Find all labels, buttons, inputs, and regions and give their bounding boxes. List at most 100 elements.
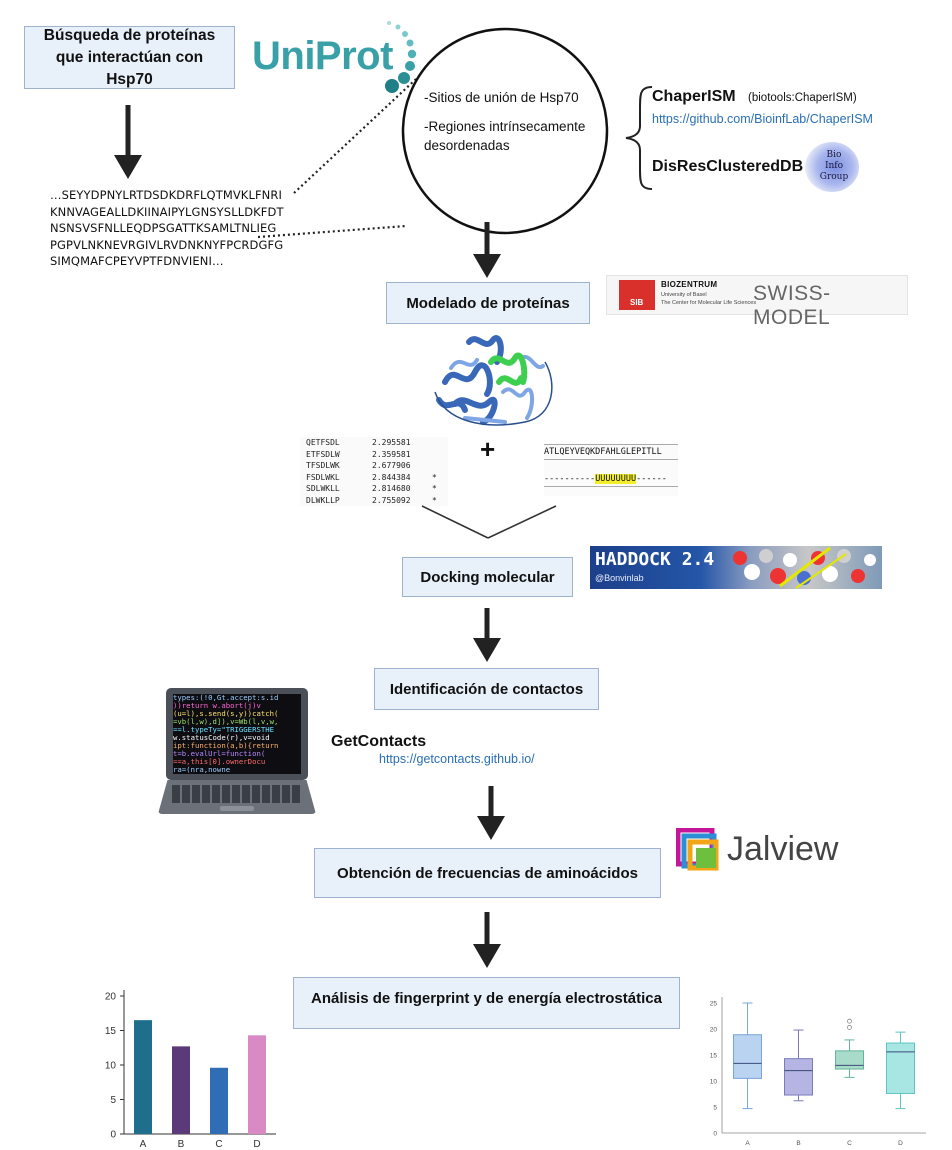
- bar: [210, 1067, 228, 1134]
- x-tick-label: D: [898, 1140, 903, 1145]
- laptop-keyboard: [158, 780, 316, 814]
- y-tick-label: 15: [710, 1053, 718, 1060]
- box-contactos: Identificación de contactos: [374, 668, 599, 710]
- y-tick-label: 5: [110, 1095, 116, 1106]
- x-tick-label: C: [215, 1139, 222, 1150]
- box-busqueda: Búsqueda de proteínas que interactúan co…: [24, 26, 235, 89]
- x-tick-label: C: [847, 1140, 852, 1145]
- bioinfo-group-logo: Bio Info Group: [805, 142, 859, 192]
- box-analisis: Análisis de fingerprint y de energía ele…: [293, 977, 680, 1029]
- bar: [134, 1020, 152, 1134]
- alignment-panel: ATLQEYVEQKDFAHLGLEPITLL ----------UUUUUU…: [544, 444, 678, 496]
- jalview-text: Jalview: [727, 830, 839, 868]
- sequence-line: KNNVAGEALLDKIINAIPYLGNSYSLLDKFDT: [50, 204, 284, 219]
- biozentrum-title: BIOZENTRUM: [661, 280, 718, 289]
- box-frecuencias: Obtención de frecuencias de aminoácidos: [314, 848, 661, 898]
- jalview-logo: Jalview: [672, 826, 852, 876]
- box-contactos-label: Identificación de contactos: [389, 680, 584, 698]
- disorder-highlight: UUUUUUUU: [595, 474, 637, 484]
- getcontacts-name: GetContacts: [331, 733, 427, 750]
- zoom-connector: [257, 27, 609, 239]
- chaperism-link[interactable]: https://github.com/BioinfLab/ChaperISM: [652, 112, 873, 126]
- alignment-sequence: ATLQEYVEQKDFAHLGLEPITLL: [544, 447, 662, 457]
- disres-name: DisResClusteredDB: [652, 158, 804, 175]
- y-tick-label: 25: [710, 1001, 718, 1008]
- sequence-line: SIMQMAFCPEYVPTFDNVIENI…: [50, 254, 224, 268]
- biozentrum-sub1: University of Basel: [661, 292, 707, 298]
- sequence-line: PGPVLNKNEVRGIVLRVDNKNYFPCRDGFG: [50, 237, 284, 252]
- haddock-molecules-icon: [733, 546, 876, 589]
- box-docking-label: Docking molecular: [420, 568, 555, 586]
- getcontacts-link[interactable]: https://getcontacts.github.io/: [379, 752, 535, 766]
- y-tick-label: 0: [713, 1131, 717, 1138]
- y-tick-label: 15: [105, 1026, 117, 1037]
- sequence-line: NSNSVSFNLLEQDPSGATTKSAMLTNLIEG: [50, 221, 277, 235]
- protein-sequence: …SEYYDPNYLRTDSDKDRFLQTMVKLFNRI KNNVAGEAL…: [50, 187, 284, 270]
- y-tick-label: 20: [105, 992, 117, 1003]
- brace-icon: [625, 86, 653, 190]
- sequence-line: …SEYYDPNYLRTDSDKDRFLQTMVKLFNRI: [50, 188, 282, 202]
- laptop-illustration: types:(!0,Gt.accept:s.id ))return w.abor…: [158, 688, 316, 816]
- arrow-down-1-icon: [114, 105, 142, 179]
- chaperism-tool: ChaperISM (biotools:ChaperISM): [652, 88, 857, 106]
- arrow-down-3-icon: [473, 608, 501, 662]
- bioinfo-group-logo-text: Bio Info Group: [819, 150, 849, 182]
- swiss-model-text: SWISS-MODEL: [753, 282, 831, 329]
- box-analisis-label: Análisis de fingerprint y de energía ele…: [311, 990, 662, 1007]
- jalview-squares-icon: [676, 828, 719, 871]
- merge-lines: [421, 505, 557, 539]
- box-frecuencias-label: Obtención de frecuencias de aminoácidos: [337, 864, 638, 882]
- box: [784, 1058, 813, 1096]
- bar-chart: 0 5 10 15 20A B C D: [105, 990, 276, 1150]
- protein-structure-illustration: [434, 335, 553, 426]
- arrow-down-5-icon: [473, 912, 501, 968]
- y-tick-label: 10: [105, 1061, 117, 1072]
- swiss-model-logo: SIB BIOZENTRUM University of Basel The C…: [606, 275, 908, 329]
- box-busqueda-label: Búsqueda de proteínas que interactúan co…: [43, 26, 216, 88]
- haddock-logo: HADDOCK 2.4 @Bonvinlab: [590, 546, 882, 589]
- arrow-down-2-icon: [473, 222, 501, 278]
- y-tick-label: 0: [110, 1130, 116, 1141]
- outlier-point: [847, 1025, 852, 1030]
- uniprot-logo: UniProt: [252, 21, 417, 93]
- haddock-title: HADDOCK 2.4: [595, 549, 715, 570]
- x-tick-label: A: [745, 1140, 750, 1145]
- box-plot-chart: 0 5 10 15 20 25A B C D: [710, 997, 926, 1145]
- box-docking: Docking molecular: [402, 557, 573, 597]
- y-tick-label: 10: [710, 1079, 718, 1086]
- y-tick-label: 20: [710, 1027, 718, 1034]
- plus-sign: +: [480, 434, 496, 464]
- x-tick-label: B: [796, 1140, 800, 1145]
- biozentrum-sub2: The Center for Molecular Life Sciences: [661, 300, 757, 306]
- box-modelado-label: Modelado de proteínas: [406, 294, 570, 312]
- outlier-point: [847, 1018, 852, 1024]
- box: [835, 1050, 864, 1070]
- laptop-code: types:(!0,Gt.accept:s.id ))return w.abor…: [173, 694, 301, 774]
- x-tick-label: A: [140, 1139, 147, 1150]
- sib-label: SIB: [630, 298, 644, 307]
- chaperism-note: (biotools:ChaperISM): [748, 92, 857, 104]
- box: [886, 1042, 915, 1094]
- circle-line-binding-sites: -Sitios de unión de Hsp70: [424, 90, 579, 105]
- arrow-down-4-icon: [477, 786, 505, 840]
- bar: [248, 1035, 266, 1134]
- haddock-subtitle: @Bonvinlab: [595, 573, 644, 583]
- box: [733, 1034, 762, 1079]
- sib-badge: SIB: [619, 280, 655, 310]
- x-tick-label: D: [253, 1139, 260, 1150]
- uniprot-logo-text: UniProt: [252, 34, 393, 78]
- laptop-screen: types:(!0,Gt.accept:s.id ))return w.abor…: [166, 688, 308, 780]
- circle-text: -Sitios de unión de Hsp70 -Regiones intr…: [424, 88, 594, 155]
- chaperism-name: ChaperISM: [652, 88, 736, 105]
- x-tick-label: B: [178, 1139, 185, 1150]
- box-modelado: Modelado de proteínas: [386, 282, 590, 324]
- uniprot-dots-icon: [385, 21, 417, 93]
- y-tick-label: 5: [713, 1105, 717, 1112]
